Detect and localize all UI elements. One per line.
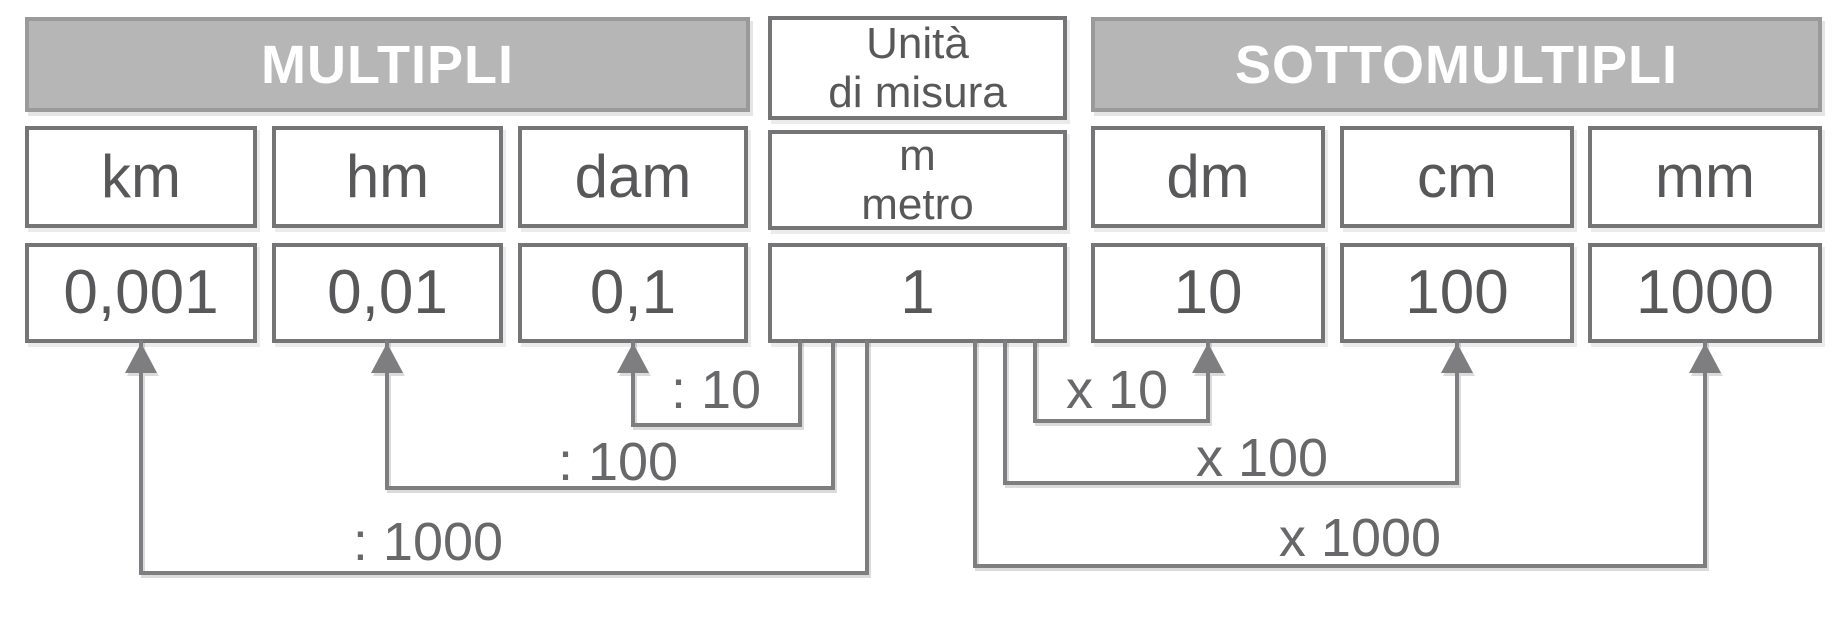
divide-by-100-bracket <box>385 340 835 490</box>
unit-box-metro: m metro <box>768 130 1067 230</box>
base-unit-symbol: m <box>899 130 936 180</box>
multiples-header-label: MULTIPLI <box>261 34 514 95</box>
times-10-arrowhead-icon <box>1192 343 1224 373</box>
value-metro: 1 <box>900 258 935 327</box>
unit-symbol-cm: cm <box>1417 143 1497 210</box>
times-1000-label: x 1000 <box>1278 508 1442 568</box>
unit-box-km: km <box>25 126 257 228</box>
unit-box-mm: mm <box>1588 126 1822 228</box>
times-10-label: x 10 <box>1065 360 1169 420</box>
unit-symbol-dam: dam <box>574 143 692 210</box>
divide-by-10-arrowhead-icon <box>617 343 649 373</box>
multiples-header: MULTIPLI <box>25 17 750 112</box>
submultiples-header: SOTTOMULTIPLI <box>1091 17 1822 112</box>
unit-box-dam: dam <box>518 126 748 228</box>
divide-by-1000-label: : 1000 <box>352 512 504 572</box>
divide-by-100-arrowhead-icon <box>371 343 403 373</box>
value-hm: 0,01 <box>327 258 448 327</box>
unit-box-cm: cm <box>1340 126 1574 228</box>
value-box-cm: 100 <box>1340 243 1574 343</box>
unit-symbol-mm: mm <box>1655 143 1755 210</box>
divide-by-10-label: : 10 <box>670 360 762 420</box>
base-unit-name: metro <box>861 180 974 229</box>
value-dm: 10 <box>1173 258 1243 327</box>
times-10-bracket <box>1033 340 1210 423</box>
times-1000-bracket <box>973 340 1707 568</box>
value-km: 0,001 <box>63 258 219 327</box>
unit-box-dm: dm <box>1091 126 1325 228</box>
unit-symbol-km: km <box>101 143 181 210</box>
unit-of-measure-line1: Unità <box>866 18 969 68</box>
value-dam: 0,1 <box>589 258 677 327</box>
submultiples-header-label: SOTTOMULTIPLI <box>1235 34 1678 95</box>
divide-by-100-label: : 100 <box>557 432 679 492</box>
value-cm: 100 <box>1405 258 1509 327</box>
value-box-metro: 1 <box>768 243 1067 343</box>
unit-symbol-hm: hm <box>345 143 430 210</box>
times-100-label: x 100 <box>1195 428 1329 488</box>
divide-by-1000-arrowhead-icon <box>125 343 157 373</box>
value-box-mm: 1000 <box>1588 243 1822 343</box>
times-100-bracket <box>1003 340 1459 485</box>
times-1000-arrowhead-icon <box>1689 343 1721 373</box>
value-mm: 1000 <box>1636 258 1774 327</box>
times-100-arrowhead-icon <box>1441 343 1473 373</box>
divide-by-10-bracket <box>631 340 802 427</box>
unit-box-hm: hm <box>272 126 503 228</box>
unit-of-measure-box: Unità di misura <box>768 16 1067 120</box>
unit-symbol-dm: dm <box>1166 143 1250 210</box>
unit-of-measure-line2: di misura <box>828 68 1007 117</box>
divide-by-1000-bracket <box>139 340 869 575</box>
